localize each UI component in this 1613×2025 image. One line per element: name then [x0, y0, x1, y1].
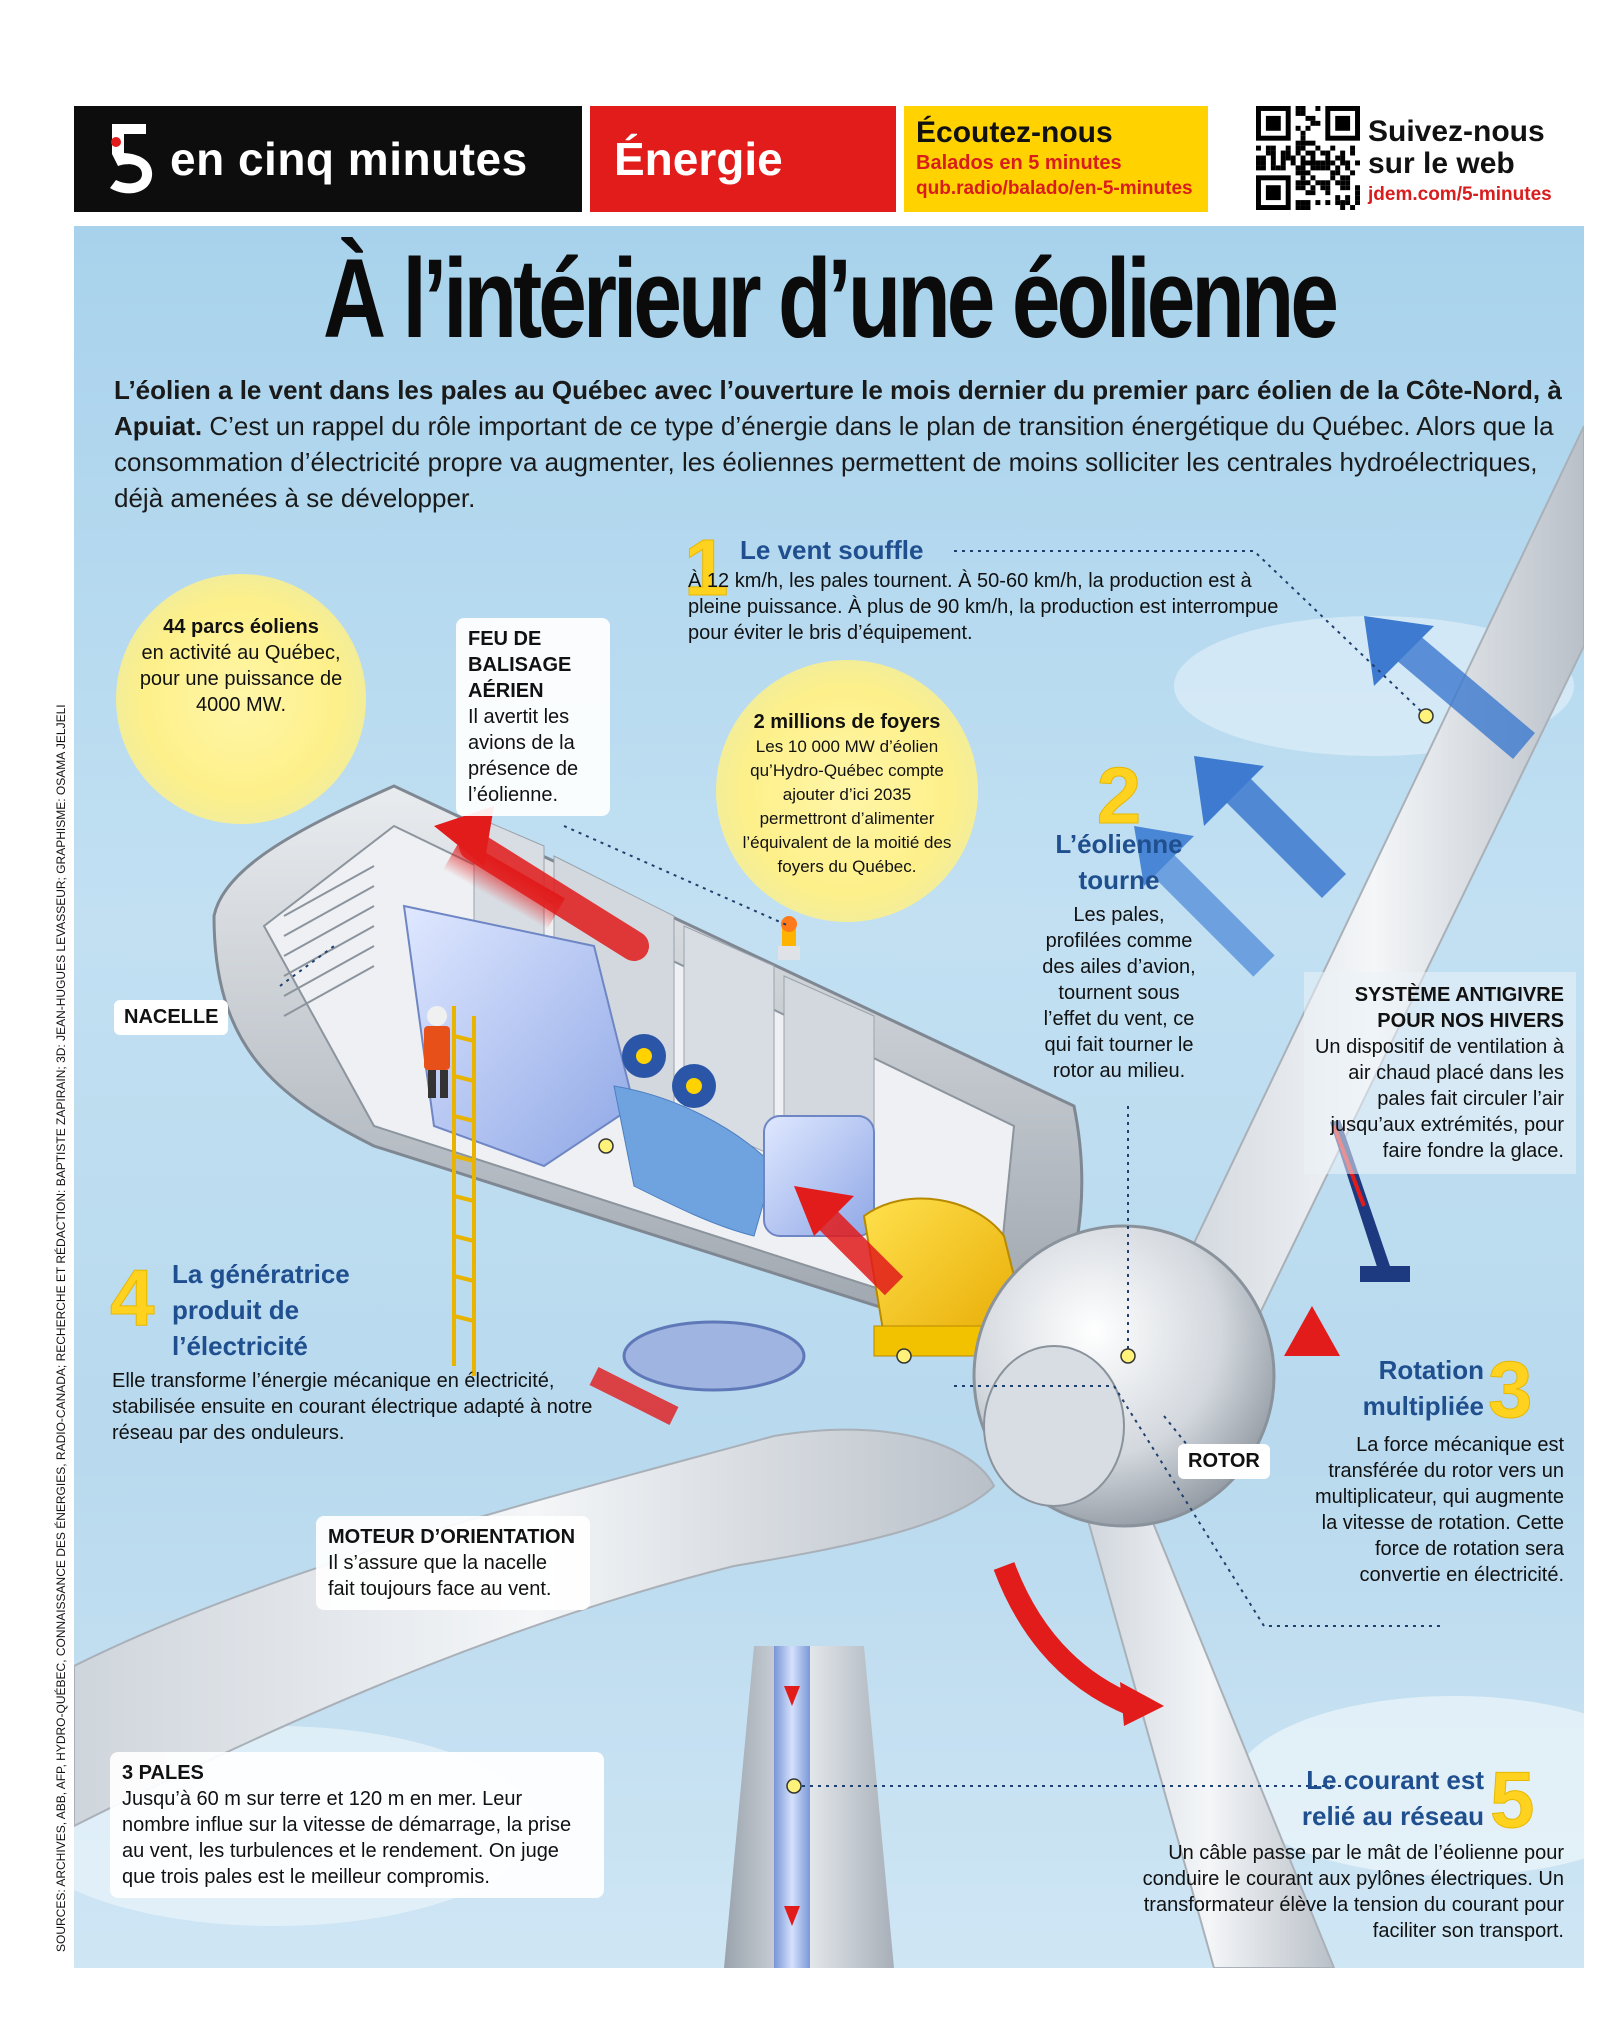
- step1-title: Le vent souffle: [740, 535, 924, 565]
- step4-text: Elle transforme l’énergie mécanique en é…: [112, 1370, 593, 1444]
- brand-bar: en cinq minutes: [74, 106, 582, 212]
- step5-text: Un câble passe par le mât de l’éolienne …: [1142, 1842, 1564, 1942]
- listen-subtitle: Balados en 5 minutes: [916, 152, 1122, 174]
- qr-code-icon[interactable]: [1256, 106, 1360, 210]
- parcs-count: 44 parcs éoliens: [163, 616, 319, 638]
- step3-number: 3: [1488, 1345, 1533, 1434]
- step1-text: À 12 km/h, les pales tournent. À 50-60 k…: [688, 570, 1279, 644]
- foyers-text: Les 10 000 MW d’éolien qu’Hydro-Québec c…: [742, 737, 952, 876]
- pales-title: 3 PALES: [122, 1762, 204, 1784]
- step2-number: 2: [1096, 751, 1142, 840]
- follow-url[interactable]: jdem.com/5-minutes: [1368, 184, 1552, 205]
- follow-title: Suivez-nous sur le web: [1368, 115, 1545, 180]
- step3-text: La force mécanique est transférée du rot…: [1314, 1434, 1564, 1586]
- step4-title: La génératrice produit de l’électricité: [172, 1259, 350, 1361]
- foyers-bubble: 2 millions de foyers Les 10 000 MW d’éol…: [716, 660, 978, 922]
- step1-number: 1: [684, 523, 729, 612]
- pales-callout: 3 PALES Jusqu’à 60 m sur terre et 120 m …: [110, 1752, 604, 1898]
- topic-label: Énergie: [614, 133, 783, 185]
- balisage-callout: FEU DE BALISAGE AÉRIEN Il avertit les av…: [456, 618, 610, 816]
- step5-title: Le courant est relié au réseau: [1301, 1765, 1484, 1831]
- intro-paragraph: L’éolien a le vent dans les pales au Qué…: [114, 372, 1564, 516]
- balisage-text: Il avertit les avions de la présence de …: [468, 706, 579, 806]
- intro-lead: L’éolien a le vent dans les pales au Qué…: [114, 375, 1562, 441]
- antigivre-text: Un dispositif de ventilation à air chaud…: [1314, 1036, 1564, 1162]
- step2-text: Les pales, profilées comme des ailes d’a…: [1042, 904, 1196, 1082]
- moteur-callout: MOTEUR D’ORIENTATION Il s’assure que la …: [316, 1516, 590, 1610]
- nacelle-label: NACELLE: [114, 1000, 229, 1035]
- step2-title: L’éolienne tourne: [1055, 829, 1183, 895]
- follow-bar[interactable]: Suivez-nous sur le web jdem.com/5-minute…: [1256, 106, 1556, 212]
- balisage-title: FEU DE BALISAGE AÉRIEN: [468, 628, 572, 702]
- antigivre-title: SYSTÈME ANTIGIVRE POUR NOS HIVERS: [1354, 984, 1564, 1032]
- brand-name: en cinq minutes: [170, 133, 528, 185]
- moteur-title: MOTEUR D’ORIENTATION: [328, 1526, 576, 1548]
- five-logo-icon: [110, 124, 153, 194]
- intro-body: C’est un rappel du rôle important de ce …: [114, 411, 1554, 513]
- credits-line: SOURCES: ARCHIVES, ABB, AFP, HYDRO-QUÉBE…: [54, 704, 68, 1952]
- listen-title: Écoutez-nous: [916, 116, 1113, 149]
- step4-number: 4: [110, 1253, 155, 1342]
- parcs-bubble: 44 parcs éoliens en activité au Québec, …: [116, 574, 366, 824]
- step5-number: 5: [1490, 1755, 1535, 1844]
- listen-url[interactable]: qub.radio/balado/en-5-minutes: [916, 178, 1193, 199]
- moteur-text: Il s’assure que la nacelle fait toujours…: [328, 1552, 552, 1600]
- listen-bar[interactable]: Écoutez-nous Balados en 5 minutes qub.ra…: [904, 106, 1208, 212]
- infographic-panel: À l’intérieur d’une éolienne L’éolien a …: [74, 226, 1584, 1968]
- step3-title: Rotation multipliée: [1362, 1355, 1484, 1421]
- antigivre-callout: SYSTÈME ANTIGIVRE POUR NOS HIVERS Un dis…: [1304, 972, 1576, 1174]
- parcs-text: en activité au Québec, pour une puissanc…: [139, 642, 343, 716]
- rotor-label: ROTOR: [1178, 1444, 1270, 1479]
- page-title: À l’intérieur d’une éolienne: [322, 236, 1339, 361]
- topic-bar: Énergie: [590, 106, 896, 212]
- foyers-count: 2 millions de foyers: [753, 711, 941, 733]
- pales-text: Jusqu’à 60 m sur terre et 120 m en mer. …: [122, 1788, 572, 1888]
